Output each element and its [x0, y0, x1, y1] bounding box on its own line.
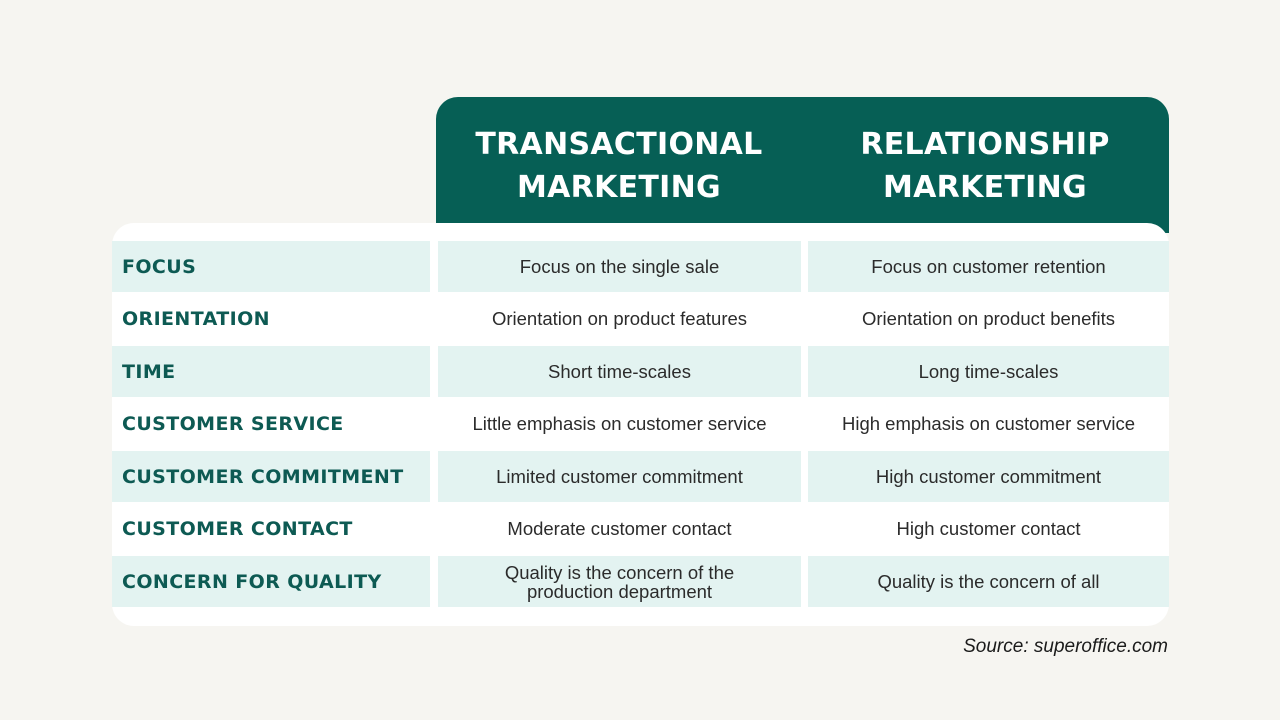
relationship-cell: Focus on customer retention	[808, 241, 1169, 292]
row-label-cell: FOCUS	[112, 241, 430, 292]
transactional-value: Moderate customer contact	[507, 518, 732, 539]
transactional-cell: Moderate customer contact	[438, 503, 801, 554]
table-row: CUSTOMER COMMITMENT Limited customer com…	[112, 451, 1169, 504]
transactional-value: Quality is the concern of the production…	[504, 561, 735, 602]
source-credit: Source: superoffice.com	[963, 636, 1168, 657]
header-title-relationship: RELATIONSHIP MARKETING	[860, 127, 1110, 205]
row-label: TIME	[122, 360, 176, 383]
relationship-cell: Orientation on product benefits	[808, 293, 1169, 344]
row-label-cell: CONCERN FOR QUALITY	[112, 556, 430, 607]
transactional-cell: Quality is the concern of the production…	[438, 556, 801, 607]
row-label: ORIENTATION	[122, 307, 270, 330]
relationship-value: High customer commitment	[875, 466, 1102, 487]
row-label-cell: TIME	[112, 346, 430, 397]
table-row: CONCERN FOR QUALITY Quality is the conce…	[112, 556, 1169, 609]
table-row: CUSTOMER CONTACT Moderate customer conta…	[112, 503, 1169, 556]
transactional-cell: Focus on the single sale	[438, 241, 801, 292]
row-label-cell: CUSTOMER CONTACT	[112, 503, 430, 554]
relationship-value: Orientation on product benefits	[862, 308, 1115, 329]
transactional-value: Orientation on product features	[491, 308, 748, 329]
relationship-cell: High customer contact	[808, 503, 1169, 554]
relationship-cell: High emphasis on customer service	[808, 398, 1169, 449]
table-row: ORIENTATION Orientation on product featu…	[112, 293, 1169, 346]
transactional-value: Focus on the single sale	[519, 256, 720, 277]
row-label: FOCUS	[122, 255, 197, 278]
row-label-cell: CUSTOMER COMMITMENT	[112, 451, 430, 502]
transactional-value: Little emphasis on customer service	[472, 413, 767, 434]
relationship-cell: Quality is the concern of all	[808, 556, 1169, 607]
transactional-cell: Limited customer commitment	[438, 451, 801, 502]
table-row: FOCUS Focus on the single sale Focus on …	[112, 241, 1169, 294]
header-col-relationship: RELATIONSHIP MARKETING	[802, 97, 1168, 233]
row-label: CUSTOMER SERVICE	[122, 412, 344, 435]
row-label: CONCERN FOR QUALITY	[122, 570, 382, 593]
row-label: CUSTOMER CONTACT	[122, 517, 353, 540]
table-header: TRANSACTIONAL MARKETING RELATIONSHIP MAR…	[436, 97, 1169, 233]
table-row: CUSTOMER SERVICE Little emphasis on cust…	[112, 398, 1169, 451]
transactional-value: Short time-scales	[548, 361, 691, 382]
relationship-value: Focus on customer retention	[871, 256, 1106, 277]
row-label-cell: ORIENTATION	[112, 293, 430, 344]
relationship-cell: Long time-scales	[808, 346, 1169, 397]
transactional-cell: Little emphasis on customer service	[438, 398, 801, 449]
relationship-cell: High customer commitment	[808, 451, 1169, 502]
transactional-cell: Short time-scales	[438, 346, 801, 397]
transactional-cell: Orientation on product features	[438, 293, 801, 344]
header-col-transactional: TRANSACTIONAL MARKETING	[436, 97, 802, 233]
table-row: TIME Short time-scales Long time-scales	[112, 346, 1169, 399]
header-title-transactional: TRANSACTIONAL MARKETING	[475, 127, 763, 205]
row-label: CUSTOMER COMMITMENT	[122, 465, 404, 488]
relationship-value: Long time-scales	[918, 361, 1059, 382]
relationship-value: Quality is the concern of all	[877, 571, 1100, 592]
transactional-value: Limited customer commitment	[496, 466, 743, 487]
relationship-value: High customer contact	[896, 518, 1081, 539]
row-label-cell: CUSTOMER SERVICE	[112, 398, 430, 449]
relationship-value: High emphasis on customer service	[841, 413, 1136, 434]
